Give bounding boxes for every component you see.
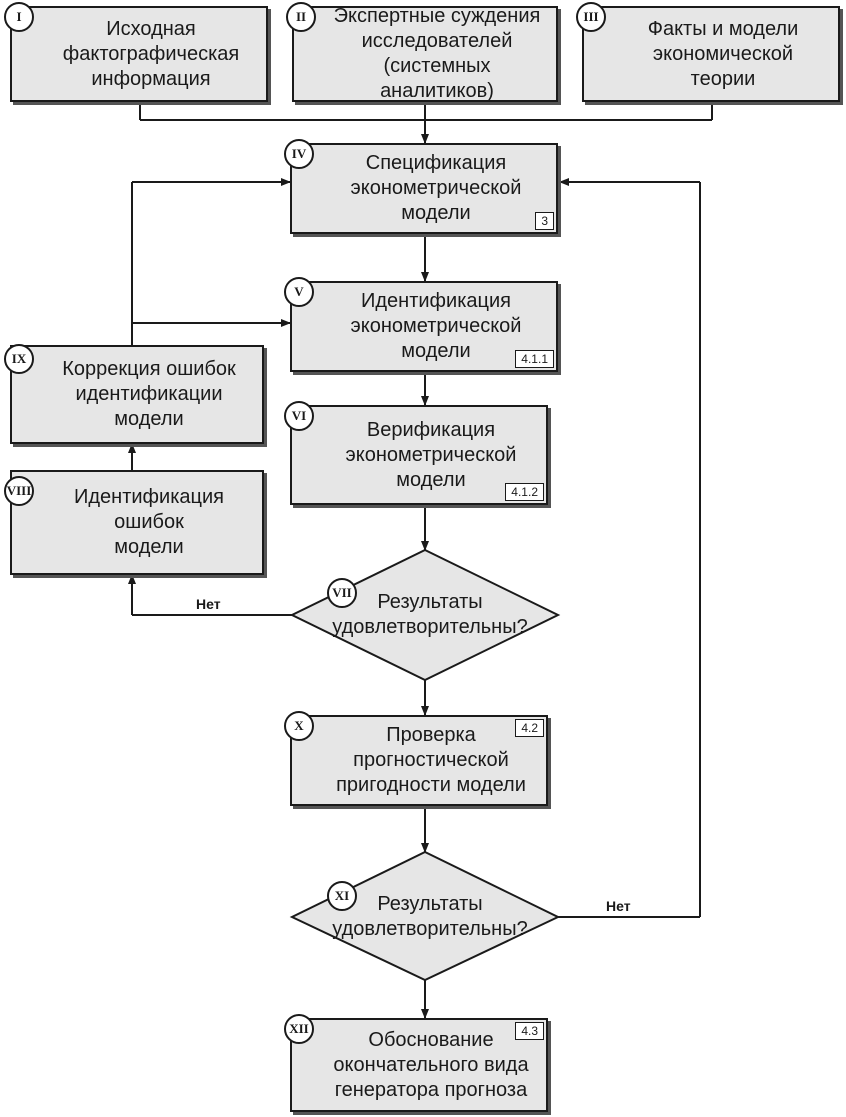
box-label: Верификация эконометрической модели — [345, 418, 517, 491]
box-forecast-suitability-check: Проверка прогностической пригодности мод… — [290, 715, 548, 806]
box-label: Коррекция ошибок идентификации модели — [62, 358, 236, 430]
step-number-badge: XII — [284, 1014, 314, 1044]
box-final-forecast-generator: Обоснование окончательного вида генерато… — [290, 1018, 548, 1112]
box-label: Факты и модели экономической теории — [647, 17, 799, 90]
box-label: Проверка прогностической пригодности мод… — [336, 724, 526, 796]
box-model-specification: Спецификация эконометрической модели 3 — [290, 143, 558, 234]
box-label: Спецификация эконометрической модели — [350, 152, 522, 224]
box-source-factual-info: Исходная фактографическая информация — [10, 6, 268, 102]
step-number-badge: VI — [284, 401, 314, 431]
box-expert-judgments: Экспертные суждения исследователей (сист… — [292, 5, 558, 102]
step-number-badge: VIII — [4, 476, 34, 506]
box-error-identification: Идентификация ошибок модели — [10, 470, 264, 575]
edge-label-no: Нет — [196, 596, 221, 612]
box-label: Экспертные суждения исследователей (сист… — [333, 5, 541, 102]
step-number-badge: II — [286, 2, 316, 32]
section-ref-tag: 4.3 — [515, 1022, 544, 1040]
step-number-badge: I — [4, 2, 34, 32]
section-ref-tag: 4.1.2 — [505, 483, 544, 501]
decision-text: Результаты удовлетворительны? — [332, 893, 528, 940]
step-number-badge: IV — [284, 139, 314, 169]
box-label: Идентификация ошибок модели — [74, 486, 224, 558]
box-label: Исходная фактографическая информация — [62, 17, 240, 90]
decision-text: Результаты удовлетворительны? — [332, 591, 528, 638]
section-ref-tag: 4.2 — [515, 719, 544, 737]
box-model-identification: Идентификация эконометрической модели 4.… — [290, 281, 558, 372]
section-ref-tag: 4.1.1 — [515, 350, 554, 368]
box-model-verification: Верификация эконометрической модели 4.1.… — [290, 405, 548, 505]
step-number-badge: X — [284, 711, 314, 741]
step-number-badge: III — [576, 2, 606, 32]
step-number-badge: XI — [327, 881, 357, 911]
box-label: Обоснование окончательного вида генерато… — [333, 1028, 529, 1101]
edge-label-no: Нет — [606, 898, 631, 914]
section-ref-tag: 3 — [535, 212, 554, 230]
step-number-badge: V — [284, 277, 314, 307]
step-number-badge: IX — [4, 344, 34, 374]
box-label: Идентификация эконометрической модели — [350, 290, 522, 362]
step-number-badge: VII — [327, 578, 357, 608]
box-economic-theory: Факты и модели экономической теории — [582, 6, 840, 102]
box-error-correction: Коррекция ошибок идентификации модели — [10, 345, 264, 444]
